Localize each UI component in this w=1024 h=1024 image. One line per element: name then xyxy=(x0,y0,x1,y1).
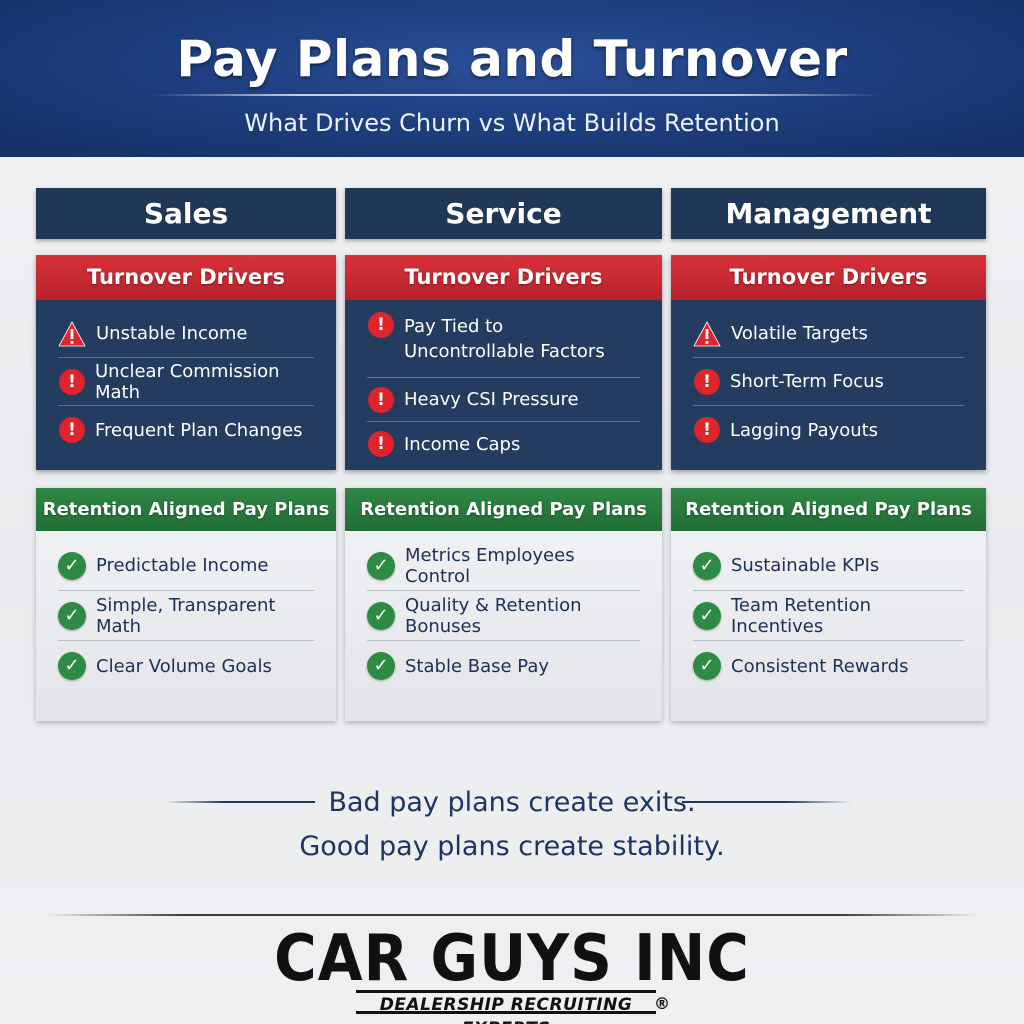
brand-logo: CAR GUYS INC xyxy=(274,920,750,996)
driver-item: ! Lagging Payouts xyxy=(693,406,964,454)
retention-item: ✓ Consistent Rewards xyxy=(693,641,964,691)
check-circle-icon: ✓ xyxy=(58,652,86,680)
column-management: Management Turnover Drivers Volatile Tar… xyxy=(671,188,986,721)
retention-text: Clear Volume Goals xyxy=(96,655,272,677)
driver-text: Frequent Plan Changes xyxy=(95,419,303,441)
tagline-divider-right xyxy=(682,801,852,803)
turnover-drivers-panel: Turnover Drivers Volatile Targets ! Shor… xyxy=(671,255,986,470)
retention-heading: Retention Aligned Pay Plans xyxy=(671,488,986,531)
check-circle-icon: ✓ xyxy=(58,551,86,580)
driver-text: Volatile Targets xyxy=(731,323,868,344)
warning-triangle-icon xyxy=(693,320,721,347)
driver-text: Pay Tied to Uncontrollable Factors xyxy=(404,314,605,364)
retention-text: Predictable Income xyxy=(96,555,269,576)
retention-panel: Retention Aligned Pay Plans ✓ Predictabl… xyxy=(36,488,336,721)
column-heading: Management xyxy=(671,188,986,239)
retention-item: ✓ Team Retention Incentives xyxy=(693,591,964,641)
alert-circle-icon: ! xyxy=(59,417,85,443)
retention-item: ✓ Predictable Income xyxy=(58,541,314,591)
check-circle-icon: ✓ xyxy=(367,652,395,680)
driver-item: ! Frequent Plan Changes xyxy=(58,406,314,454)
driver-item: ! Income Caps xyxy=(367,422,640,466)
retention-text: Quality & Retention Bonuses xyxy=(405,594,582,637)
alert-circle-icon: ! xyxy=(694,417,720,443)
retention-heading: Retention Aligned Pay Plans xyxy=(36,488,336,531)
driver-item: Volatile Targets xyxy=(693,310,964,358)
retention-text: Consistent Rewards xyxy=(731,655,909,677)
turnover-drivers-heading: Turnover Drivers xyxy=(345,255,662,300)
footer-divider xyxy=(45,914,979,916)
driver-text-line2: Uncontrollable Factors xyxy=(404,340,605,362)
retention-heading: Retention Aligned Pay Plans xyxy=(345,488,662,531)
retention-text: Team Retention Incentives xyxy=(731,594,872,637)
driver-item: ! Heavy CSI Pressure xyxy=(367,378,640,422)
driver-item: ! Pay Tied to Uncontrollable Factors xyxy=(367,300,640,378)
alert-circle-icon: ! xyxy=(368,431,394,457)
title-divider xyxy=(150,94,880,96)
driver-text: Heavy CSI Pressure xyxy=(404,389,579,410)
check-circle-icon: ✓ xyxy=(367,601,395,630)
retention-item: ✓ Metrics Employees Control xyxy=(367,541,640,591)
column-heading: Sales xyxy=(36,188,336,239)
header-banner: Pay Plans and Turnover What Drives Churn… xyxy=(0,0,1024,157)
retention-text: Simple, Transparent Math xyxy=(96,594,276,637)
driver-text: Lagging Payouts xyxy=(730,419,879,441)
check-circle-icon: ✓ xyxy=(58,601,86,630)
retention-item: ✓ Quality & Retention Bonuses xyxy=(367,591,640,641)
alert-circle-icon: ! xyxy=(59,368,85,395)
check-circle-icon: ✓ xyxy=(693,551,721,580)
driver-text-line1: Pay Tied to xyxy=(404,315,504,337)
turnover-drivers-panel: Turnover Drivers Unstable Income ! Uncle… xyxy=(36,255,336,470)
page-title: Pay Plans and Turnover xyxy=(176,30,848,88)
retention-text: Stable Base Pay xyxy=(405,655,550,677)
brand-logo-tagline: DEALERSHIP RECRUITING EXPERTS xyxy=(356,990,656,1024)
driver-text: Income Caps xyxy=(404,433,521,455)
tagline-line-1: Bad pay plans create exits. xyxy=(328,787,696,818)
alert-circle-icon: ! xyxy=(368,386,394,413)
retention-item: ✓ Sustainable KPIs xyxy=(693,541,964,591)
alert-circle-icon: ! xyxy=(368,312,394,338)
check-circle-icon: ✓ xyxy=(367,551,395,580)
alert-circle-icon: ! xyxy=(694,368,720,395)
tagline-line-2: Good pay plans create stability. xyxy=(299,831,725,862)
retention-item: ✓ Stable Base Pay xyxy=(367,641,640,691)
column-service: Service Turnover Drivers ! Pay Tied to U… xyxy=(345,188,662,721)
turnover-drivers-panel: Turnover Drivers ! Pay Tied to Uncontrol… xyxy=(345,255,662,470)
driver-text: Short-Term Focus xyxy=(730,371,884,392)
retention-panel: Retention Aligned Pay Plans ✓ Metrics Em… xyxy=(345,488,662,721)
page-subtitle: What Drives Churn vs What Builds Retenti… xyxy=(244,109,780,137)
driver-item: Unstable Income xyxy=(58,310,314,358)
retention-text: Metrics Employees Control xyxy=(405,544,575,587)
retention-panel: Retention Aligned Pay Plans ✓ Sustainabl… xyxy=(671,488,986,721)
retention-item: ✓ Simple, Transparent Math xyxy=(58,591,314,641)
retention-text: Sustainable KPIs xyxy=(731,555,880,576)
turnover-drivers-heading: Turnover Drivers xyxy=(671,255,986,300)
driver-text: Unclear Commission Math xyxy=(95,360,280,403)
retention-item: ✓ Clear Volume Goals xyxy=(58,641,314,691)
tagline-divider-left xyxy=(165,801,315,803)
driver-item: ! Short-Term Focus xyxy=(693,358,964,406)
column-sales: Sales Turnover Drivers Unstable Income !… xyxy=(36,188,336,721)
registered-mark: ® xyxy=(654,994,670,1013)
driver-item: ! Unclear Commission Math xyxy=(58,358,314,406)
driver-text: Unstable Income xyxy=(96,323,248,344)
check-circle-icon: ✓ xyxy=(693,601,721,630)
check-circle-icon: ✓ xyxy=(693,652,721,680)
turnover-drivers-heading: Turnover Drivers xyxy=(36,255,336,300)
warning-triangle-icon xyxy=(58,320,86,347)
column-heading: Service xyxy=(345,188,662,239)
